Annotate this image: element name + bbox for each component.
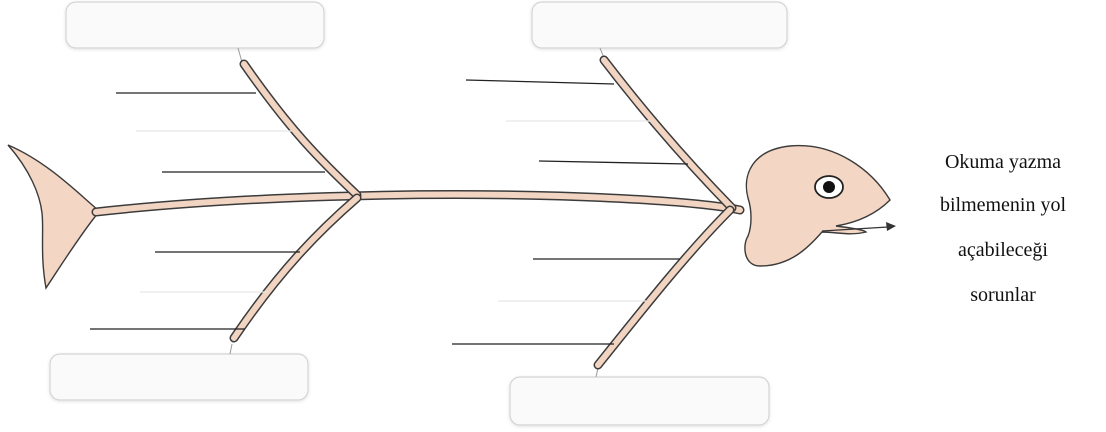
problem-line-3: açabileceği [958,239,1048,261]
problem-line-4: sorunlar [970,284,1036,306]
category-box-top-left[interactable] [66,2,324,48]
category-box-bottom-left[interactable] [50,354,308,400]
category-box-top-right[interactable] [532,2,787,48]
rib-line[interactable] [466,80,614,84]
category-box-bottom-right[interactable] [510,377,769,425]
fish-head [745,146,890,266]
fish-tail [8,145,98,288]
bone-bottom-right [598,210,730,365]
connector-bottom-left [230,344,232,354]
problem-line-1: Okuma yazma [945,151,1061,173]
bone-bottom-left [234,198,357,338]
bone-top-right [604,60,732,208]
problem-line-2: bilmemenin yol [940,194,1067,216]
rib-line[interactable] [539,161,688,164]
bone-top-left [244,64,357,195]
fish-eye [815,176,843,198]
fish-spine [96,195,740,212]
connector-top-left [238,48,242,62]
